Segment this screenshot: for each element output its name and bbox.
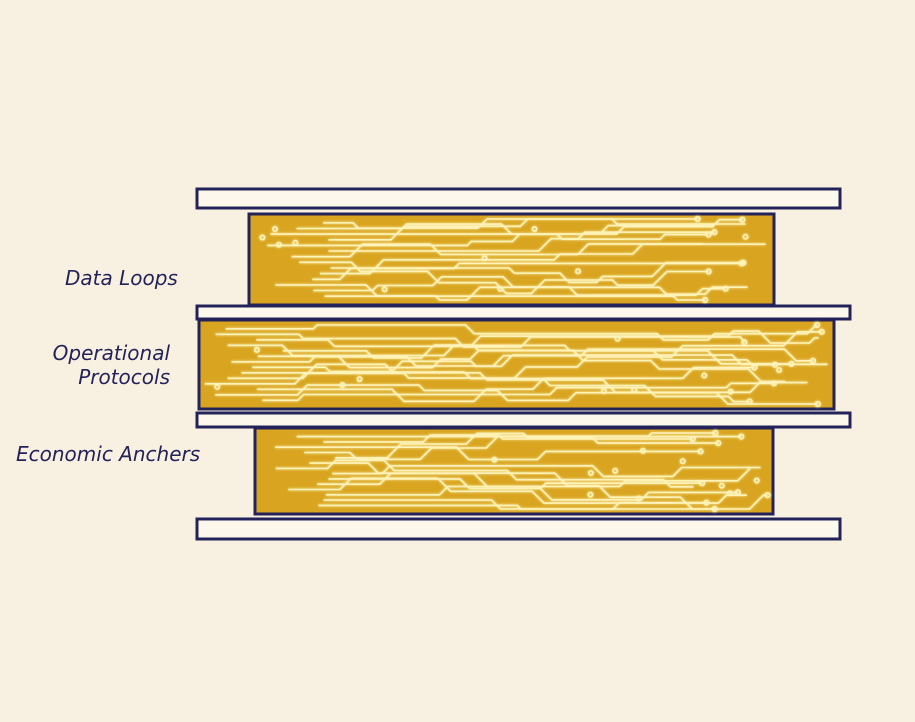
separator-plate-bottom	[195, 517, 842, 541]
separator-plate-2	[195, 304, 852, 321]
circuit-board-economic-anchors	[253, 426, 775, 516]
label-operational-line1: Operational	[52, 341, 170, 365]
separator-plate-top	[195, 187, 842, 210]
label-operational-line2: Protocols	[78, 365, 170, 389]
circuit-board-data-loops	[247, 212, 776, 307]
separator-plate-3	[195, 411, 852, 429]
label-operational-protocols: Operational Protocols	[52, 341, 170, 389]
label-data-loops: Data Loops	[65, 266, 178, 290]
label-economic-anchors: Economic Anchers	[16, 442, 201, 466]
circuit-board-operational-protocols	[197, 318, 836, 411]
